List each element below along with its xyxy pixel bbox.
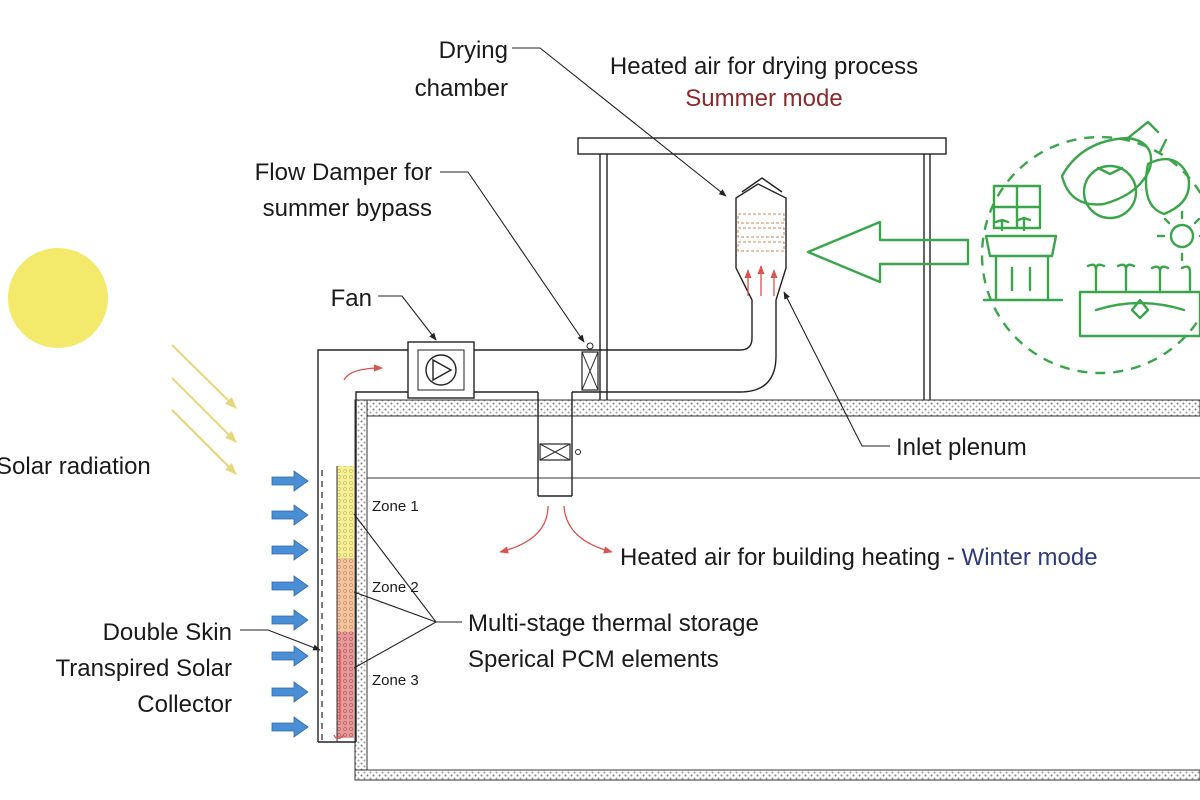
inlet-arrow-icon (271, 470, 309, 738)
drying-trays (737, 213, 785, 252)
solar-radiation-label: Solar radiation (0, 453, 151, 480)
double-skin-label-line3: Collector (137, 691, 232, 718)
building-roof (354, 399, 1200, 417)
sun-icon (8, 248, 108, 348)
flow-damper-icon (581, 342, 599, 391)
pcm-zone-3 (337, 632, 354, 738)
zone-2-label: Zone 2 (372, 579, 419, 596)
solar-radiation-arrows (171, 344, 237, 475)
building-wall (354, 399, 368, 781)
flow-damper-label-line1: Flow Damper for (255, 159, 432, 186)
heated-air-building-text: Heated air for building heating - (620, 544, 962, 571)
damper-icon (539, 443, 581, 461)
drying-chamber-structure (577, 137, 947, 400)
flow-damper-label-line2: summer bypass (263, 195, 432, 222)
plenum-airflow-arrows (744, 265, 778, 296)
double-skin-label-line1: Double Skin (103, 619, 232, 646)
zone-1-label: Zone 1 (372, 498, 419, 515)
heated-air-drying-label: Heated air for drying process (610, 53, 918, 80)
produce-illustration (980, 120, 1200, 375)
collector-airflow-arrows (333, 364, 383, 740)
winter-mode-label: Winter mode (962, 544, 1098, 571)
pcm-zone-2 (337, 558, 354, 632)
thermal-storage-label-line1: Multi-stage thermal storage (468, 610, 759, 637)
bypass-duct (537, 392, 573, 497)
pcm-zone-1 (337, 466, 354, 558)
building-floor (354, 769, 1200, 781)
inlet-plenum (735, 177, 787, 301)
supply-duct (474, 300, 777, 393)
summer-mode-label: Summer mode (685, 85, 842, 112)
fan-icon (407, 341, 475, 399)
winter-airflow-arrows (499, 505, 613, 554)
fan-label: Fan (331, 285, 372, 312)
heated-air-building-label: Heated air for building heating - Winter… (620, 544, 1098, 571)
inlet-plenum-label: Inlet plenum (896, 434, 1027, 461)
thermal-storage-label-line2: Sperical PCM elements (468, 646, 719, 673)
zone-3-label: Zone 3 (372, 672, 419, 689)
drying-chamber-label-line2: chamber (415, 75, 508, 102)
double-skin-label-line2: Transpired Solar (55, 655, 232, 682)
produce-arrow-icon (806, 220, 970, 284)
drying-chamber-label-line1: Drying (439, 37, 508, 64)
leader-lines (240, 47, 890, 669)
